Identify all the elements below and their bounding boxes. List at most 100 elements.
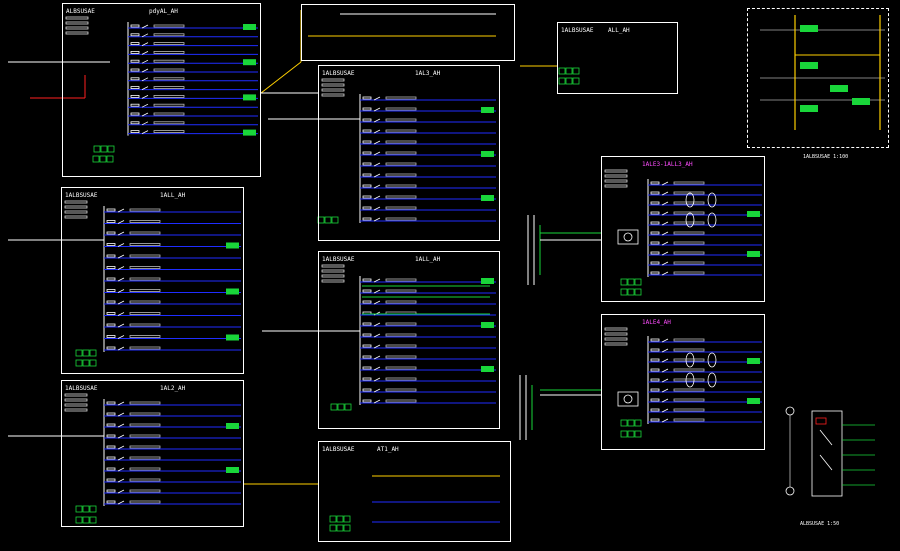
panel-spec-text [64,403,88,407]
cable-label [673,201,705,205]
terminal-block [75,359,83,367]
panel-spec-text [321,88,345,92]
terminal-block [565,67,573,75]
cable-label [673,211,705,215]
terminal-block [324,216,332,224]
terminal-block [89,516,97,524]
cable-label [673,261,705,265]
breaker-symbol [373,184,381,189]
panel-spec-text [604,327,628,331]
load-box [243,94,256,101]
circuit-label [106,335,116,338]
load-box [243,24,256,30]
cable-label [385,151,417,155]
breaker-symbol [117,220,125,224]
breaker-symbol [117,243,125,247]
breaker-symbol [661,378,669,383]
load-box [226,242,239,249]
detail-note: ALBSUSAE 1:50 [800,521,840,527]
breaker-symbol [373,355,381,360]
breaker-symbol [141,130,149,134]
terminal-block [82,359,90,367]
panel-title: 1ALL_AH [415,256,441,263]
cable-label [153,112,185,116]
breaker-symbol [661,251,669,256]
breaker-symbol [117,412,125,417]
panel-title: 1ALE4_AH [642,319,671,326]
cable-label [385,206,417,210]
terminal-block [627,419,635,427]
cable-label [153,77,185,81]
panel-spec-text [65,16,89,20]
circuit-label [106,423,116,427]
cable-label [673,271,705,275]
terminal-block [620,278,628,286]
cable-label [385,300,417,304]
terminal-block [627,288,635,296]
circuit-label [106,254,116,258]
meter-symbol [623,232,633,242]
panel-distribution-2: 1ALL_AH 1ALBSUSAE [61,187,244,374]
panel-subtitle: 1ALBSUSAE [65,385,98,392]
load-box [481,151,494,157]
cable-label [153,59,185,63]
ct-symbol [685,372,695,388]
cable-label [673,231,705,235]
circuit-label [130,130,140,134]
breaker-symbol [117,289,125,293]
terminal-block [89,359,97,367]
cabinet-item [815,417,827,425]
terminal-block [620,419,628,427]
panel-spec-text [604,184,628,188]
terminal-block [336,524,344,532]
panel-spec-text [321,274,345,278]
breaker-symbol [117,312,125,316]
circuit-label [106,289,116,292]
circuit-label [106,266,116,269]
cable-label [673,398,705,402]
terminal-block [627,278,635,286]
circuit-label [130,33,140,37]
load-box [226,423,239,429]
cable-label [153,42,185,45]
breaker-symbol [373,173,381,178]
panel-spec-text [64,210,88,214]
breaker-symbol [661,201,669,206]
breaker-symbol [661,191,669,196]
circuit-label [650,418,660,422]
circuit-label [106,445,116,449]
cable-label [385,195,417,199]
cable-label [673,221,705,225]
cable-label [129,266,161,269]
circuit-label [362,96,372,100]
circuit-label [362,355,372,359]
breaker-symbol [373,129,381,134]
breaker-symbol [117,500,125,505]
breaker-symbol [373,333,381,338]
cable-label [153,33,185,37]
circuit-label [650,378,660,382]
breaker-symbol [373,377,381,382]
circuit-label [650,201,660,205]
breaker-symbol [117,478,125,483]
breaker-symbol [141,33,149,38]
breaker-symbol [141,68,149,73]
cable-label [129,312,161,315]
breaker-symbol [661,338,669,343]
circuit-label [130,51,140,54]
circuit-label [106,478,116,482]
circuit-label [362,344,372,348]
load-box [226,288,239,295]
cable-label [673,368,705,372]
terminal-block [93,145,101,153]
circuit-label [650,358,660,362]
terminal-block [627,430,635,438]
breaker-symbol [373,140,381,145]
terminal-block [620,430,628,438]
cable-label [385,289,417,293]
cable-label [385,173,417,177]
circuit-label [362,322,372,326]
panel-spec-text [321,83,345,87]
